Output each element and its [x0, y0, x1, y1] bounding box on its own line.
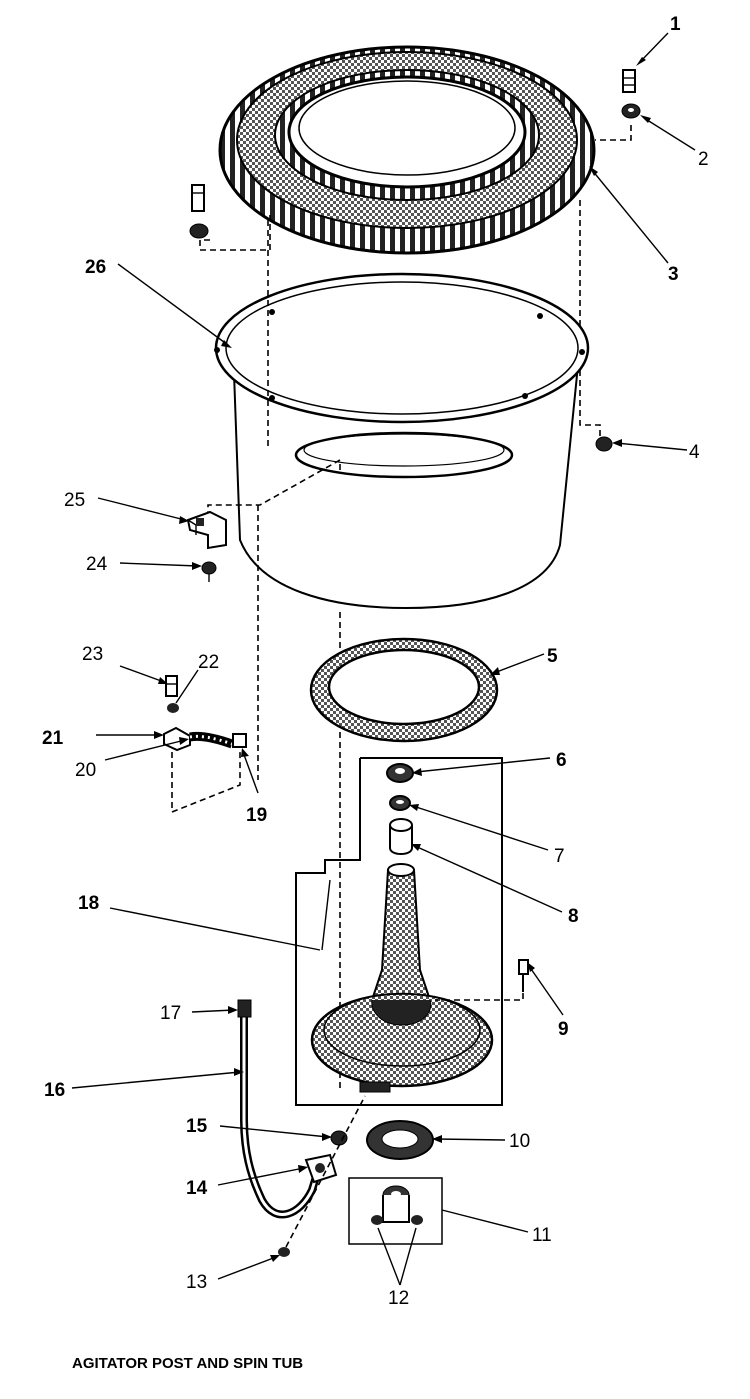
washer-part-7: [389, 795, 411, 811]
callout-17: 17: [160, 1003, 181, 1024]
tub-seal-ring: [309, 637, 499, 743]
ring-screw-left: [189, 184, 209, 239]
callout-1: 1: [670, 14, 681, 35]
callout-24: 24: [86, 554, 108, 575]
hose-clamp-assembly: [163, 675, 247, 814]
callout-26: 26: [85, 257, 106, 278]
callout-9: 9: [558, 1019, 569, 1040]
agitator-post: [310, 863, 494, 1093]
callout-8: 8: [568, 906, 579, 927]
callout-20: 20: [75, 760, 96, 781]
drain-tube-assembly: [237, 999, 366, 1257]
callout-5: 5: [547, 646, 558, 667]
nut-part-4: [595, 436, 613, 452]
spin-tub: [214, 272, 590, 610]
callout-18: 18: [78, 893, 99, 914]
bushing-part-8: [389, 818, 413, 855]
callout-21: 21: [42, 728, 64, 749]
balance-ring: [218, 45, 596, 255]
callout-7: 7: [554, 846, 565, 867]
nut-part-6: [386, 763, 414, 783]
callout-14: 14: [186, 1178, 208, 1199]
nut-part-24: [201, 561, 217, 582]
agitator-post-frame: [295, 757, 503, 1106]
washer-part-2: [621, 103, 641, 119]
callout-2: 2: [698, 149, 709, 170]
callout-19: 19: [246, 805, 267, 826]
callout-6: 6: [556, 750, 567, 771]
screw-part-9: [518, 959, 529, 992]
callout-16: 16: [44, 1080, 65, 1101]
screw-part-1: [622, 69, 636, 93]
leader-lines: [71, 32, 696, 1286]
callout-labels: 1 2 3 4 5 6 7 8 9 10 11 12 13 14 15 16 1…: [42, 14, 709, 1309]
callout-13: 13: [186, 1272, 207, 1293]
callout-22: 22: [198, 652, 219, 673]
callout-10: 10: [509, 1131, 530, 1152]
callout-12: 12: [388, 1288, 409, 1309]
callout-25: 25: [64, 490, 85, 511]
callout-15: 15: [186, 1116, 208, 1137]
callout-4: 4: [689, 442, 700, 463]
hub-box-part-11: [348, 1177, 443, 1245]
callout-23: 23: [82, 644, 103, 665]
diagram-caption: AGITATOR POST AND SPIN TUB: [72, 1355, 303, 1372]
bracket-part-25: [186, 510, 227, 550]
callout-3: 3: [668, 264, 679, 285]
seal-part-10: [366, 1120, 434, 1160]
callout-11: 11: [532, 1225, 552, 1246]
